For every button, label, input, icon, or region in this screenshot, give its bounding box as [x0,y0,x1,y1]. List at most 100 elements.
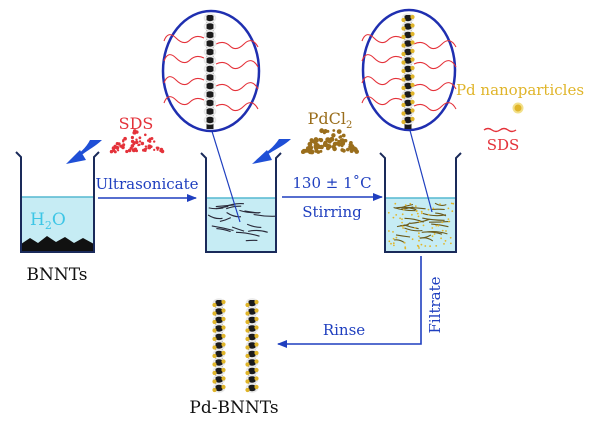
pd-particle [401,26,406,31]
pd-particle [212,387,217,393]
powder-grain [325,143,331,149]
pd-bnnt-chain [212,298,226,393]
powder-grain [137,144,140,147]
pd-particle [221,367,226,373]
pd-particle [410,57,415,62]
powder-grain [342,148,346,153]
pd-bnnts-label: Pd-BNNTs [189,398,278,418]
sds-chain [215,82,259,92]
pd-particle [405,230,408,233]
powder-grain [153,140,156,143]
pd-particle [418,247,420,249]
pd-particle [221,316,226,322]
pd-particle [254,376,259,381]
rinse-label: Rinse [323,321,365,339]
powder-grain [343,139,347,143]
pd-particle [245,302,250,308]
legend: Pd nanoparticles SDS [456,81,584,154]
powder-grain [159,149,162,152]
pd-particle [245,336,250,342]
pdcl2-powder-pile [301,128,360,155]
pd-particle [212,336,217,342]
bnnt-sediment [21,236,94,252]
pd-particle [433,233,436,235]
pd-particle [212,302,217,308]
powder-grain [144,145,148,148]
pd-particle [401,51,406,57]
pd-particle [416,212,419,215]
pd-particle [418,235,420,238]
pd-particle [403,241,406,244]
nanotube-core [215,300,223,392]
powder-grain [129,146,133,150]
pd-particle [388,240,391,243]
pd-particle [449,236,452,239]
powder-grain [112,148,116,152]
pd-particle [212,319,217,325]
pd-particle [401,77,406,82]
pd-particle [414,227,416,229]
beaker-dispersed [200,152,282,253]
pd-particle [450,202,453,205]
pd-particle [254,316,259,322]
water-fill [206,198,276,252]
pd-particle [431,235,434,238]
nanotube-fiber [219,217,232,222]
legend-sds-label: SDS [487,136,520,154]
bnnt-chain [203,13,217,129]
pd-particle [410,116,415,122]
pd-particle [392,242,395,245]
pd-particle [401,102,406,108]
pd-particle [401,111,406,116]
beaker-outline [200,152,282,253]
nanotube-fiber [215,205,229,210]
pd-particle [410,82,415,88]
pd-particle [392,237,395,240]
powder-grain [340,144,344,148]
pd-particle [410,99,415,105]
powder-grain [135,140,139,145]
pd-particle [254,350,259,356]
sds-chain [361,76,403,86]
pd-particle [221,342,226,347]
pd-particle [410,74,415,79]
pd-particle [401,221,403,224]
pd-particle [254,359,259,364]
pd-particle [245,370,250,376]
heating-step: 130 ± 1˚C Stirring [282,174,383,221]
ultrasonicate-label: Ultrasonicate [95,175,198,193]
sds-chain [215,40,259,50]
pd-particle [418,239,420,242]
sds-powder-pile [109,129,165,154]
pd-particle [254,299,259,305]
powder-grain [334,138,338,142]
pd-particle [424,245,427,247]
pd-decorated-nanotubes [387,202,455,250]
nanotube-fiber [420,237,434,242]
pd-particle [418,232,420,235]
pd-particle [450,242,452,245]
nanotube-fiber [246,223,262,228]
pd-particle [212,379,217,384]
powder-grain [144,133,147,137]
pd-particle [410,31,415,37]
pd-particle [254,325,259,330]
pd-particle [431,227,434,229]
powder-grain [142,148,145,152]
pd-particle [401,68,406,74]
pd-particle [245,311,250,316]
nanotube-fiber [239,209,261,214]
powder-grain [306,146,310,150]
pd-particle [387,211,390,214]
filtration-step: Filtrate Rinse [277,256,444,348]
sds-chain [215,60,259,70]
nanotube-fiber [226,205,242,210]
pd-particle [418,221,421,223]
filtrate-label: Filtrate [426,276,444,333]
pd-particle [404,247,407,250]
temperature-label: 130 ± 1˚C [292,174,371,192]
powder-grain [130,139,135,144]
sds-addition: SDS [66,114,165,164]
pd-particle [221,359,226,364]
